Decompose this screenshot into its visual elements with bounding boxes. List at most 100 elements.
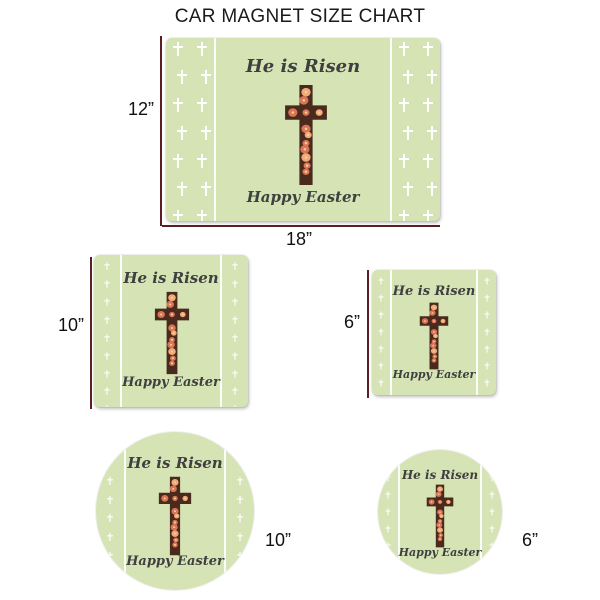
mini-cross-icon xyxy=(484,345,490,353)
height-bracket xyxy=(160,36,162,226)
magnet-round-6: He is Risen Happy Easter xyxy=(378,450,502,574)
stripe-divider xyxy=(476,270,478,395)
cross-pattern-right xyxy=(392,38,440,221)
cross-pattern-right xyxy=(478,270,496,395)
mini-cross-icon xyxy=(107,438,113,448)
mini-cross-icon xyxy=(104,405,109,407)
mini-cross-icon xyxy=(104,262,110,270)
mini-cross-icon xyxy=(237,514,243,523)
cross-pattern-left xyxy=(378,450,398,574)
mini-cross-icon xyxy=(484,328,490,336)
mini-cross-icon xyxy=(237,457,243,466)
stripe-divider xyxy=(480,450,482,574)
mini-cross-icon xyxy=(378,379,384,387)
mini-cross-icon xyxy=(173,154,183,168)
mini-cross-icon xyxy=(402,70,413,84)
mini-cross-icon xyxy=(237,476,243,485)
mini-cross-icon xyxy=(176,182,187,196)
width-bracket xyxy=(162,225,440,227)
mini-cross-icon xyxy=(176,70,187,84)
stripe-divider xyxy=(124,432,126,590)
mini-cross-icon xyxy=(484,362,490,370)
mini-cross-icon xyxy=(378,277,384,285)
mini-cross-icon xyxy=(378,311,384,319)
page-title: CAR MAGNET SIZE CHART xyxy=(174,6,426,27)
mini-cross-icon xyxy=(104,315,110,324)
mini-cross-icon xyxy=(378,328,384,336)
stripe-divider xyxy=(390,38,392,221)
mini-cross-icon xyxy=(107,570,113,579)
mini-cross-icon xyxy=(489,457,495,465)
mini-cross-icon xyxy=(173,98,183,112)
stripe-divider xyxy=(220,255,222,407)
mini-cross-icon xyxy=(378,345,384,353)
mini-cross-icon xyxy=(385,457,391,465)
mini-cross-icon xyxy=(402,182,413,196)
mini-cross-icon xyxy=(104,298,110,306)
stripe-divider xyxy=(398,450,400,574)
mini-cross-icon xyxy=(232,315,238,324)
magnet-subheading: Happy Easter xyxy=(126,554,224,569)
mini-cross-icon xyxy=(173,210,183,221)
mini-cross-icon xyxy=(237,570,243,579)
stripe-divider xyxy=(390,270,392,395)
stripe-divider xyxy=(214,38,216,221)
mini-cross-icon xyxy=(176,126,187,140)
magnet-round-10: He is Risen Happy Easter xyxy=(96,432,254,590)
mini-cross-icon xyxy=(173,42,183,56)
mini-cross-icon xyxy=(426,70,437,84)
mini-cross-icon xyxy=(489,542,495,550)
floral-cross-icon xyxy=(158,476,192,556)
mini-cross-icon xyxy=(423,42,433,56)
mini-cross-icon xyxy=(200,126,211,140)
magnet-heading: He is Risen xyxy=(123,269,219,287)
mini-cross-icon xyxy=(385,474,391,482)
height-bracket xyxy=(367,270,369,398)
magnet-heading: He is Risen xyxy=(127,454,223,472)
mini-cross-icon xyxy=(232,280,238,288)
mini-cross-icon xyxy=(399,210,409,221)
mini-cross-icon xyxy=(200,182,211,196)
mini-cross-icon xyxy=(197,98,207,112)
magnet-heading: He is Risen xyxy=(245,56,361,77)
mini-cross-icon xyxy=(237,551,243,561)
mini-cross-icon xyxy=(107,495,113,504)
mini-cross-icon xyxy=(237,533,243,542)
round-label-6: 6” xyxy=(522,530,539,550)
mini-cross-icon xyxy=(399,98,409,112)
mini-cross-icon xyxy=(423,98,433,112)
mini-cross-icon xyxy=(489,525,495,533)
stripe-divider xyxy=(120,255,122,407)
mini-cross-icon xyxy=(489,559,495,567)
cross-pattern-left xyxy=(96,432,124,590)
mini-cross-icon xyxy=(426,126,437,140)
mini-cross-icon xyxy=(484,311,490,319)
cross-pattern-right xyxy=(222,255,248,407)
magnet-subheading: Happy Easter xyxy=(246,188,360,206)
mini-cross-icon xyxy=(232,351,238,360)
mini-cross-icon xyxy=(107,551,113,561)
floral-cross-icon xyxy=(154,291,190,375)
width-label-large: 18” xyxy=(286,229,313,249)
mini-cross-icon xyxy=(385,491,391,499)
mini-cross-icon xyxy=(385,525,391,533)
mini-cross-icon xyxy=(237,495,243,504)
mini-cross-icon xyxy=(104,333,110,342)
mini-cross-icon xyxy=(489,491,495,499)
magnet-heading: He is Risen xyxy=(392,284,476,299)
mini-cross-icon xyxy=(484,294,490,302)
mini-cross-icon xyxy=(104,280,110,288)
mini-cross-icon xyxy=(399,154,409,168)
mini-cross-icon xyxy=(232,405,237,407)
height-label-large: 12” xyxy=(128,99,155,119)
mini-cross-icon xyxy=(107,514,113,523)
mini-cross-icon xyxy=(484,379,490,387)
mini-cross-icon xyxy=(104,351,110,360)
magnet-square-6: He is Risen Happy Easter xyxy=(372,270,496,395)
floral-cross-icon xyxy=(426,484,454,548)
mini-cross-icon xyxy=(104,369,110,378)
mini-cross-icon xyxy=(402,126,413,140)
mini-cross-icon xyxy=(378,362,384,370)
height-label-square-6: 6” xyxy=(344,312,361,332)
mini-cross-icon xyxy=(484,277,490,285)
